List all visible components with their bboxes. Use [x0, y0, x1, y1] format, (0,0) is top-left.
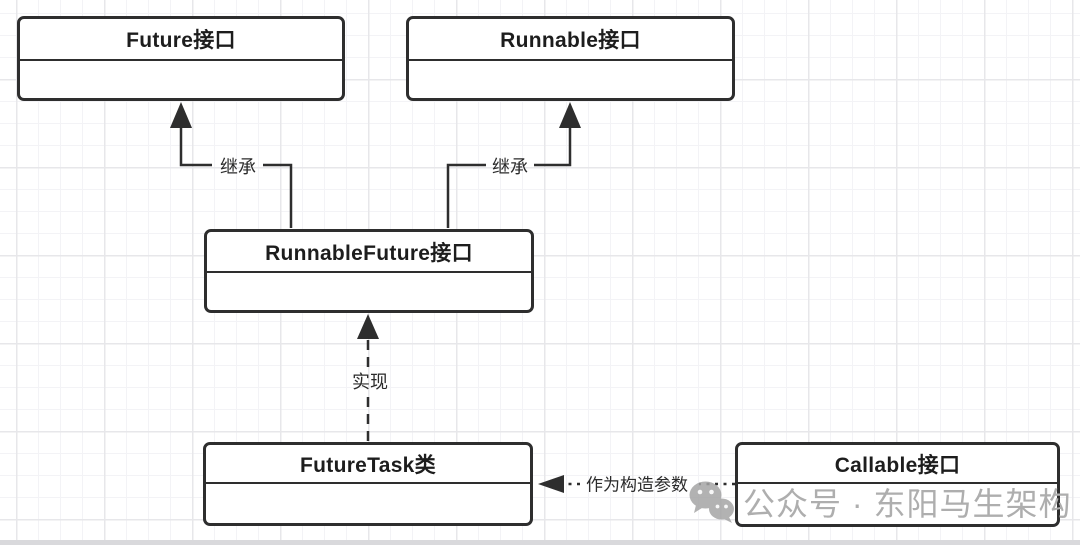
class-title: RunnableFuture接口 — [207, 232, 531, 273]
class-box-future: Future接口 — [17, 16, 345, 101]
class-box-future-task: FutureTask类 — [203, 442, 533, 526]
edge-implement — [357, 314, 379, 441]
arrowhead-up-icon — [357, 314, 379, 339]
class-title: FutureTask类 — [206, 445, 530, 484]
edge-label-inherit-right: 继承 — [492, 157, 528, 177]
arrowhead-left-icon — [538, 475, 564, 493]
class-title: Callable接口 — [738, 445, 1057, 484]
class-title: Runnable接口 — [409, 19, 732, 61]
arrowhead-up-icon — [170, 102, 192, 128]
bottom-edge-strip — [0, 540, 1080, 545]
arrowhead-up-icon — [559, 102, 581, 128]
edge-label-constructor-param: 作为构造参数 — [586, 475, 688, 495]
class-box-callable: Callable接口 — [735, 442, 1060, 527]
edge-label-inherit-left: 继承 — [220, 157, 256, 177]
class-title: Future接口 — [20, 19, 342, 61]
class-box-runnable-future: RunnableFuture接口 — [204, 229, 534, 313]
edge-inherit-right — [446, 102, 581, 228]
edge-label-implement: 实现 — [352, 372, 388, 392]
edge-inherit-left — [170, 102, 293, 228]
class-box-runnable: Runnable接口 — [406, 16, 735, 101]
